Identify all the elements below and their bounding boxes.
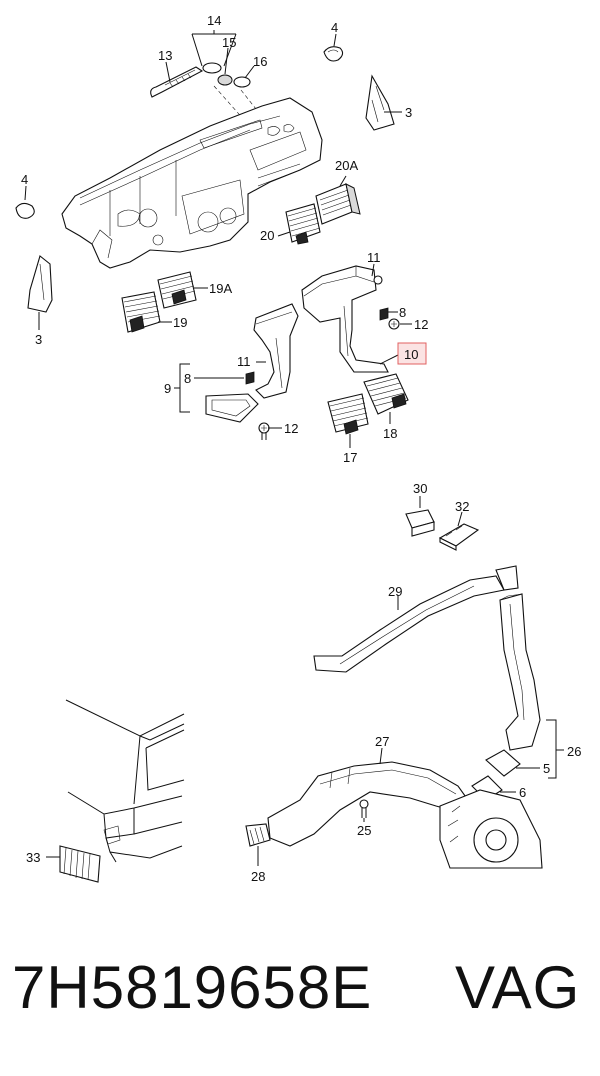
- dashboard-assembly: [61, 97, 323, 269]
- callout-10-highlight: [397, 342, 427, 365]
- callout-25: 25: [357, 823, 371, 838]
- callout-11-left: 11: [237, 354, 251, 369]
- part-26-duct: [499, 593, 541, 751]
- part-3-trim-left: [27, 255, 53, 313]
- callout-11-right: 11: [367, 250, 381, 265]
- part-12-screw-right: [388, 318, 400, 330]
- part-28-foam: [245, 823, 271, 847]
- part-13-cable: [150, 66, 204, 98]
- part-33-grille: [59, 845, 101, 883]
- part-25-screw: [359, 799, 369, 818]
- callout-4-left: 4: [21, 172, 28, 187]
- callout-6: 6: [519, 785, 526, 800]
- callout-29: 29: [388, 584, 402, 599]
- part-3-trim-right: [365, 74, 395, 131]
- part-9-duct: [205, 303, 299, 423]
- callout-5: 5: [543, 761, 550, 776]
- callout-8-right: 8: [399, 305, 406, 320]
- callout-12-right: 12: [414, 317, 428, 332]
- callout-16: 16: [253, 54, 267, 69]
- part-30-cap: [405, 509, 435, 537]
- part-19-vent: [121, 291, 161, 333]
- callout-3-left: 3: [35, 332, 42, 347]
- part-15-knob: [202, 62, 251, 88]
- callout-19A: 19A: [209, 281, 232, 296]
- callout-20: 20: [260, 228, 274, 243]
- part-20-vent: [285, 203, 321, 245]
- part-17-vent: [327, 393, 369, 435]
- callout-28: 28: [251, 869, 265, 884]
- part-4-cap: [323, 46, 344, 62]
- part-19A-vent: [157, 271, 197, 309]
- callout-27: 27: [375, 734, 389, 749]
- callout-19: 19: [173, 315, 187, 330]
- part-12-screw-left: [258, 422, 270, 440]
- brand-name: VAG: [455, 954, 581, 1021]
- callout-10: 10: [404, 347, 418, 362]
- callout-26: 26: [567, 744, 581, 759]
- callout-33: 33: [26, 850, 40, 865]
- part-29-duct: [313, 565, 519, 673]
- part-18-vent: [363, 373, 409, 415]
- callout-8-left: 8: [184, 371, 191, 386]
- callout-14: 14: [207, 13, 221, 28]
- part-32-bracket: [438, 523, 480, 551]
- callout-3-top: 3: [405, 105, 412, 120]
- part-8-clip-left: [245, 371, 255, 385]
- callout-30: 30: [413, 481, 427, 496]
- callout-18: 18: [383, 426, 397, 441]
- part-10-duct: [301, 265, 389, 373]
- part-number: 7H5819658E: [12, 954, 373, 1021]
- callout-13: 13: [158, 48, 172, 63]
- vehicle-rear-body: [65, 699, 185, 863]
- part-8-clip-right: [379, 307, 389, 321]
- part-4-cap-left: [15, 202, 35, 219]
- callout-32: 32: [455, 499, 469, 514]
- callout-12-left: 12: [284, 421, 298, 436]
- callout-9: 9: [164, 381, 171, 396]
- callout-15: 15: [222, 35, 236, 50]
- part-5-seal: [485, 749, 521, 777]
- part-20A-vent: [315, 183, 361, 225]
- callout-17: 17: [343, 450, 357, 465]
- callout-20A: 20A: [335, 158, 358, 173]
- wheel-housing: [439, 789, 543, 869]
- callout-4-top: 4: [331, 20, 338, 35]
